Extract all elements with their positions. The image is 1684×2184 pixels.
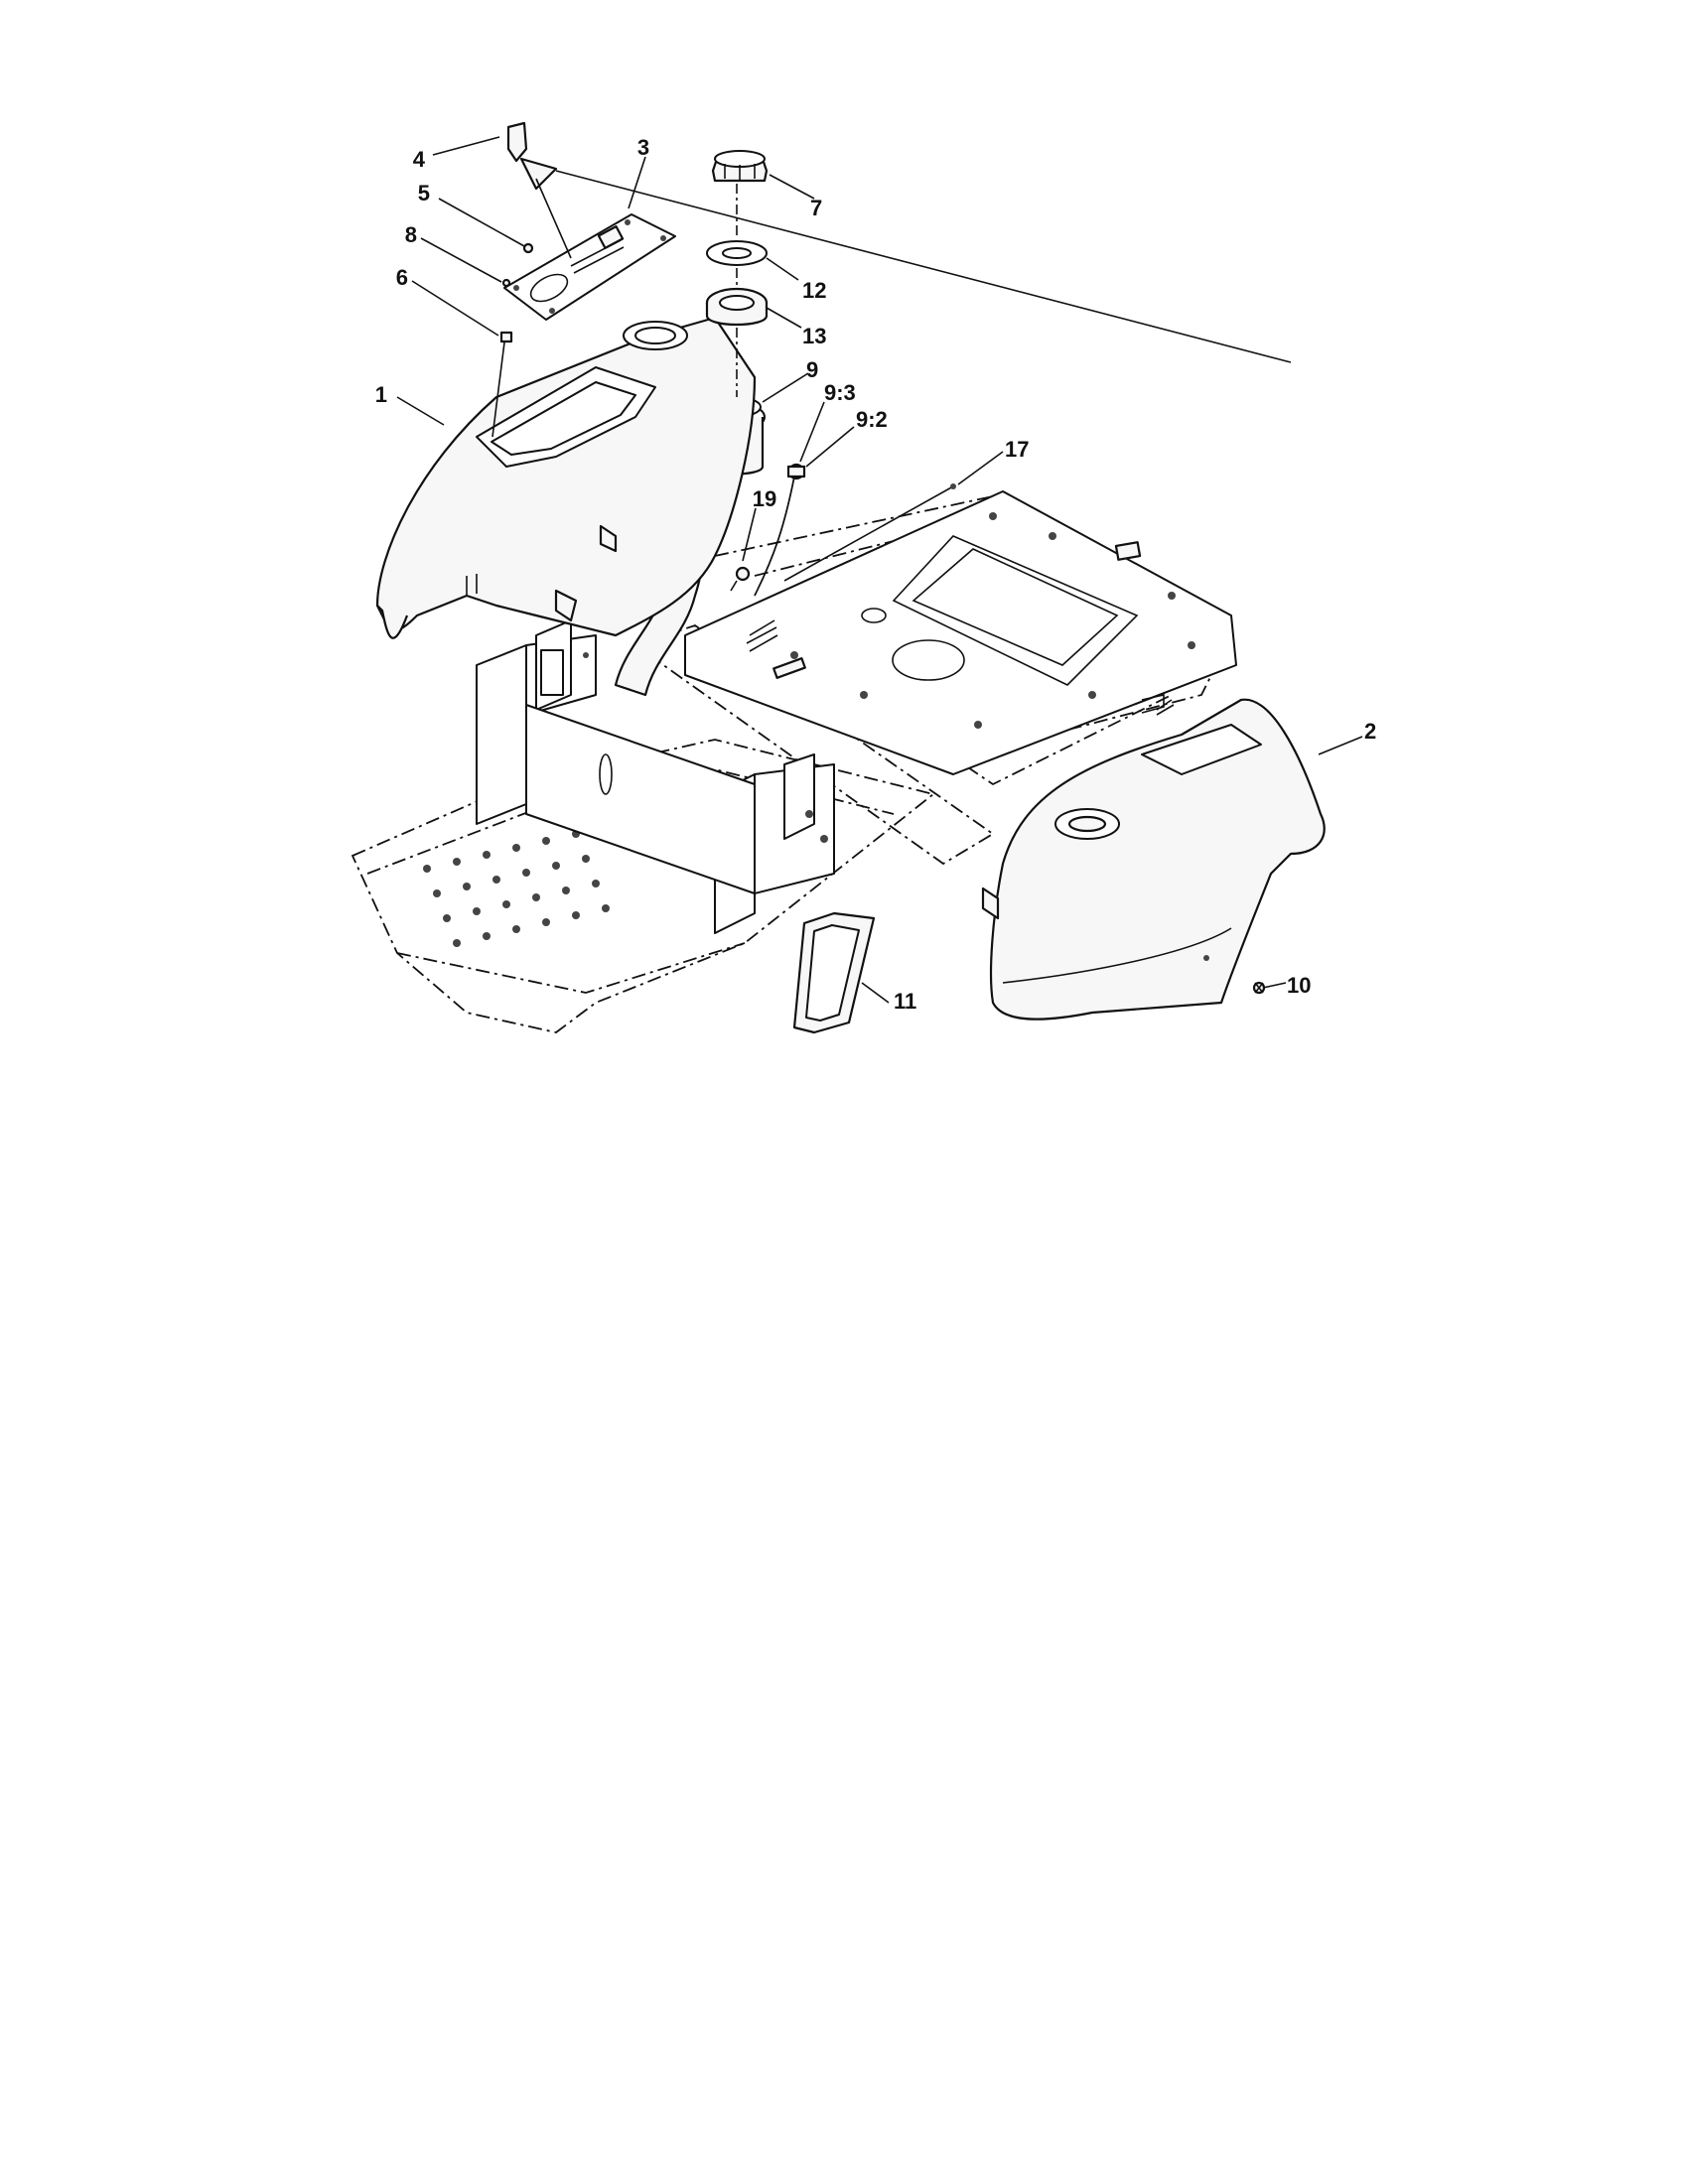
- nut-8: [501, 278, 511, 288]
- callout-2: 2: [1364, 719, 1376, 744]
- callout-9-2: 9:2: [856, 407, 888, 432]
- callout-7: 7: [810, 196, 822, 220]
- center-panel: [525, 704, 756, 894]
- callout-12: 12: [802, 278, 826, 303]
- throttle-lever-4: [506, 121, 572, 259]
- leader-lines: [396, 136, 1363, 1004]
- fuel-cap-7: [711, 150, 769, 183]
- control-plate-3: [503, 213, 676, 321]
- throttle-cable: [555, 170, 1292, 363]
- callout-10: 10: [1287, 973, 1311, 998]
- callout-17: 17: [1005, 437, 1029, 462]
- callout-19: 19: [753, 486, 776, 511]
- fuel-line: [754, 463, 806, 597]
- callout-11: 11: [894, 989, 916, 1014]
- callout-6: 6: [396, 265, 408, 290]
- rear-body-2: [981, 693, 1326, 1021]
- callout-5: 5: [418, 181, 430, 205]
- floor-pan-holes: [423, 830, 610, 947]
- cover-plate-11: [792, 911, 876, 1034]
- clip-6: [491, 331, 513, 438]
- brake-rod: [746, 483, 956, 679]
- callout-9: 9: [806, 357, 818, 382]
- screw-5: [522, 242, 534, 254]
- callout-labels: 4 3 5 8 6 1 7 12 13 9 9:3 9:2 17 19 2 10…: [375, 135, 1377, 1014]
- callout-13: 13: [802, 324, 826, 348]
- grommet-13: [705, 287, 769, 327]
- callout-4: 4: [413, 147, 426, 172]
- screw-10: [1252, 981, 1266, 995]
- pedal-bracket-left: [476, 619, 597, 825]
- callout-3: 3: [637, 135, 649, 160]
- callout-9-3: 9:3: [824, 380, 856, 405]
- callout-1: 1: [375, 382, 387, 407]
- callout-8: 8: [405, 222, 417, 247]
- bolt-19: [730, 566, 751, 592]
- dash-console-1: [375, 316, 757, 639]
- gasket-12: [706, 240, 768, 266]
- seat-deck-plate: [684, 490, 1237, 775]
